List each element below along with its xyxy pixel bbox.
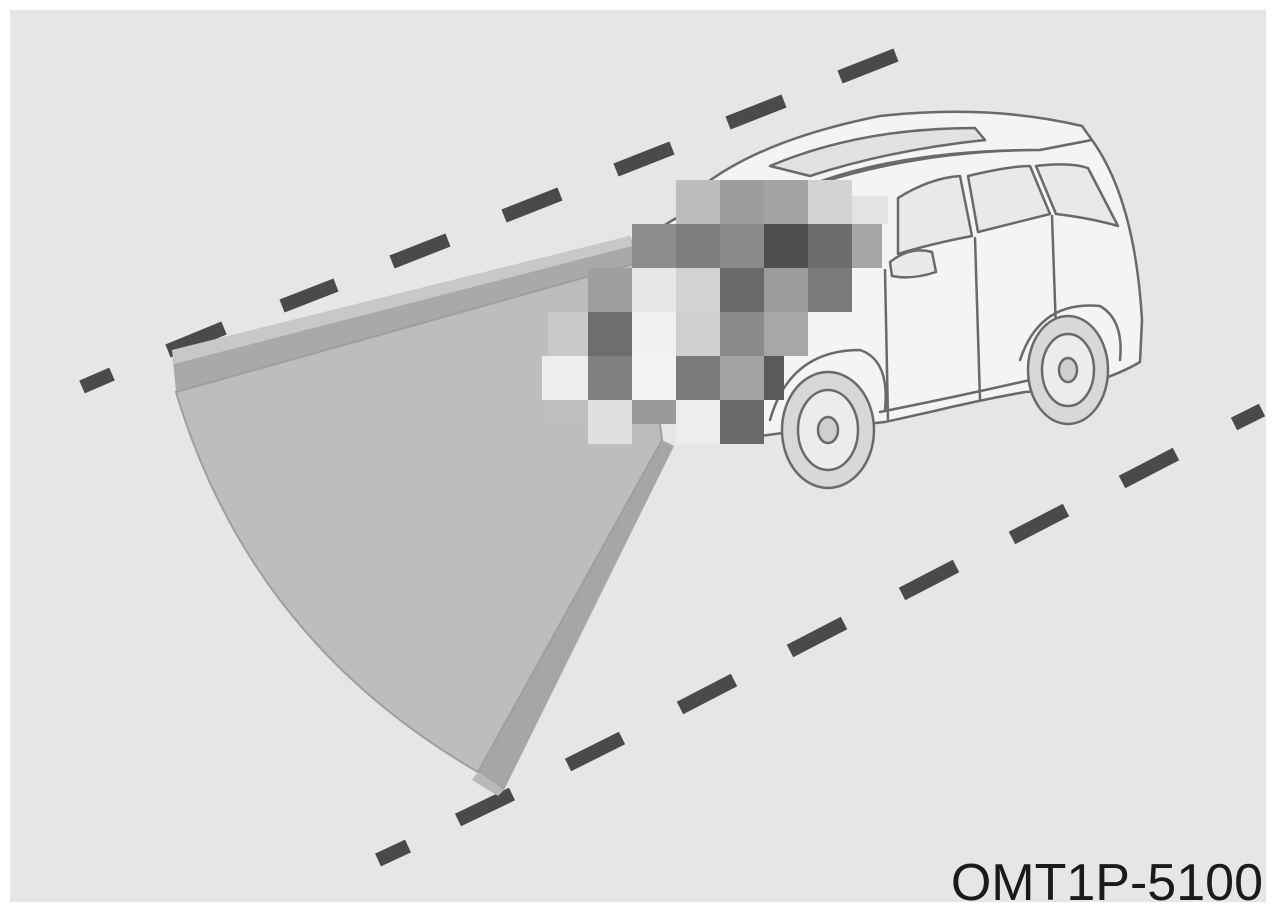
figure-code-label: OMT1P-5100 <box>951 857 1263 909</box>
